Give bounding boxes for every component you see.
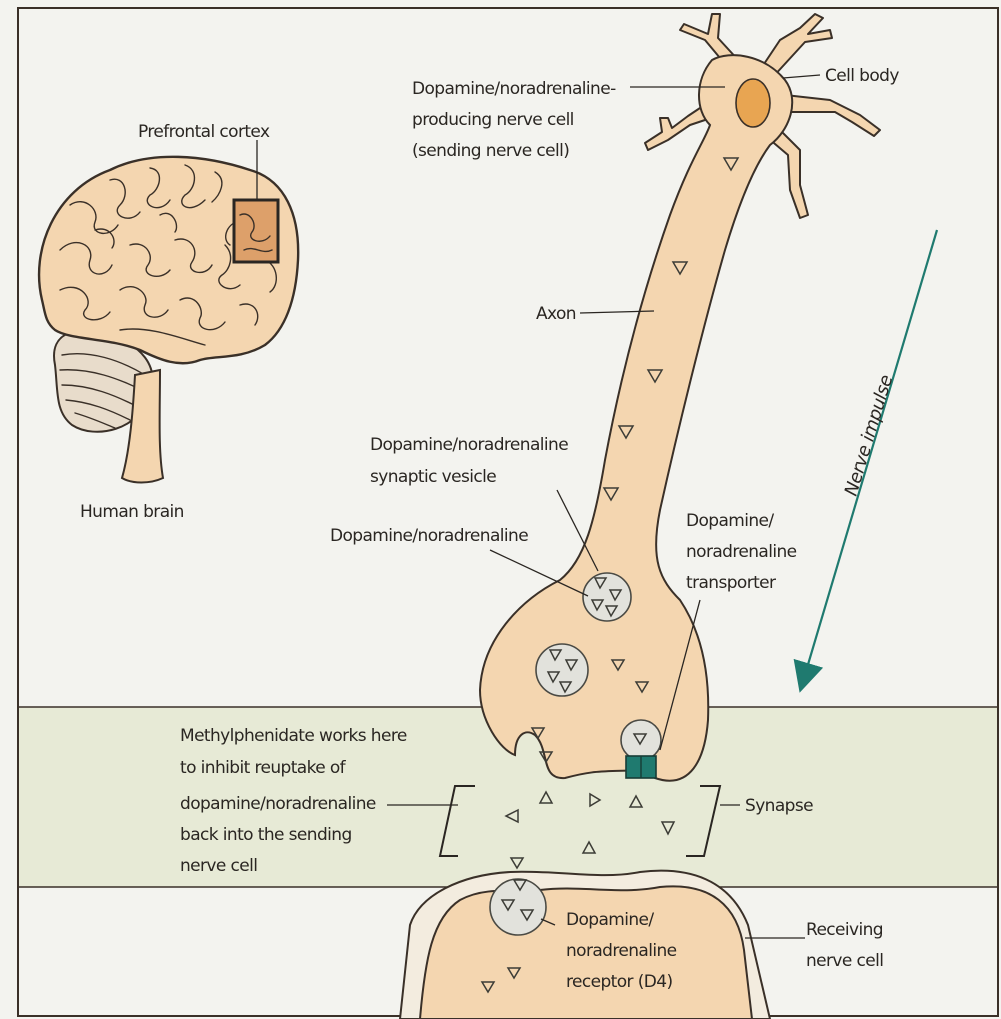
methylphenidate-label-line2: to inhibit reuptake of	[180, 758, 347, 778]
receptor-label-line1: Dopamine/	[566, 910, 654, 930]
transporter-label-line2: noradrenaline	[686, 542, 797, 562]
methylphenidate-label-line4: back into the sending	[180, 825, 352, 845]
cell-nucleus	[736, 79, 770, 127]
synaptic-vesicle-label-line1: Dopamine/noradrenaline	[370, 435, 568, 455]
human-brain-label: Human brain	[80, 502, 184, 522]
sending-cell-label-line2: producing nerve cell	[412, 110, 574, 130]
methylphenidate-label-line1: Methylphenidate works here	[180, 726, 407, 746]
cell-body-label: Cell body	[825, 66, 899, 86]
methylphenidate-label-line3: dopamine/noradrenaline	[180, 794, 376, 814]
receiving-cell-label-line2: nerve cell	[806, 951, 883, 971]
prefrontal-cortex-label: Prefrontal cortex	[138, 122, 270, 142]
dopamine-label: Dopamine/noradrenaline	[330, 526, 528, 546]
prefrontal-cortex-box	[234, 200, 278, 262]
synaptic-vesicle	[536, 644, 588, 696]
transporter-vesicle	[621, 720, 661, 760]
transporter-label-line1: Dopamine/	[686, 511, 774, 531]
synaptic-vesicle-label-line2: synaptic vesicle	[370, 467, 496, 487]
transporter-label-line3: transporter	[686, 573, 776, 593]
sending-cell-label-line3: (sending nerve cell)	[412, 141, 569, 161]
synaptic-vesicle	[583, 573, 631, 621]
sending-cell-label-line1: Dopamine/noradrenaline-	[412, 79, 616, 99]
axon-label: Axon	[536, 304, 576, 324]
methylphenidate-label-line5: nerve cell	[180, 856, 257, 876]
receptor-label-line3: receptor (D4)	[566, 972, 673, 992]
receptor-label-line2: noradrenaline	[566, 941, 677, 961]
receiving-cell-label-line1: Receiving	[806, 920, 883, 940]
synapse-label: Synapse	[745, 796, 813, 816]
